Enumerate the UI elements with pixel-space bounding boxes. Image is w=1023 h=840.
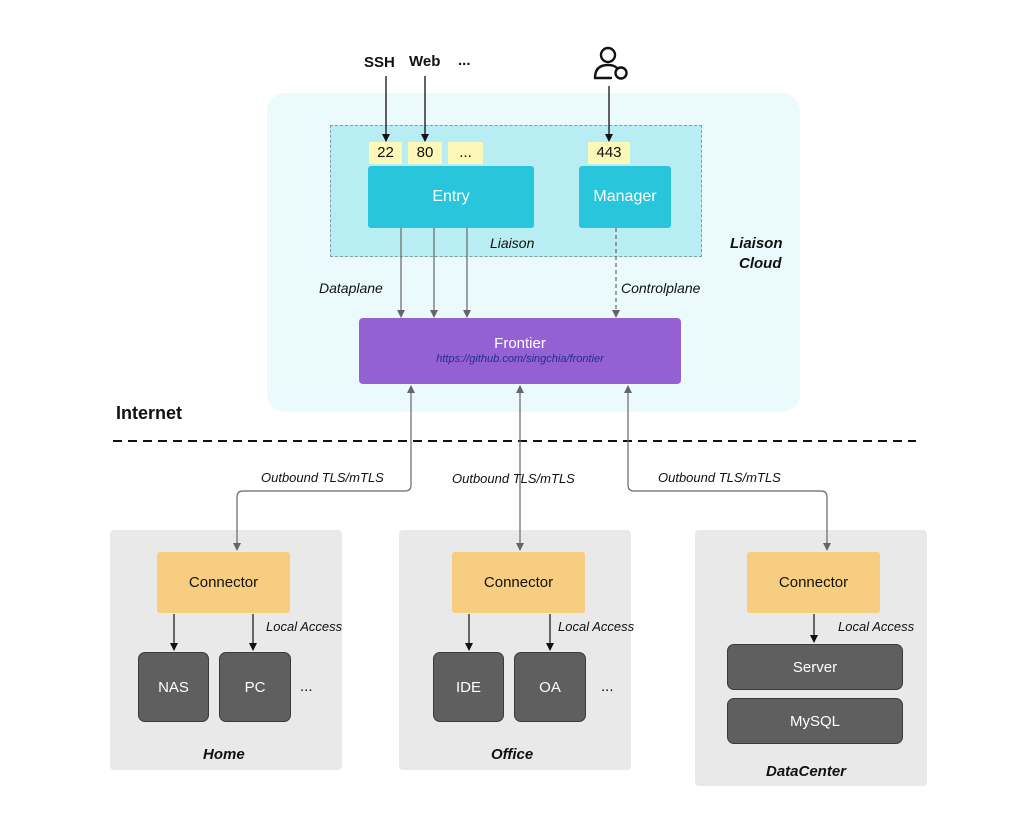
- outbound-mid-label: Outbound TLS/mTLS: [452, 471, 575, 486]
- frontier-box: Frontier https://github.com/singchia/fro…: [359, 318, 681, 384]
- web-label: Web: [409, 53, 441, 70]
- office-device-oa: OA: [514, 652, 586, 722]
- frontier-url: https://github.com/singchia/frontier: [436, 353, 604, 365]
- controlplane-label: Controlplane: [621, 280, 701, 296]
- entry-box: Entry: [368, 166, 534, 228]
- liaison-cloud-line2: Cloud: [739, 255, 782, 272]
- home-site-name: Home: [203, 746, 245, 763]
- frontier-title: Frontier: [494, 335, 546, 352]
- office-more-devices: ...: [601, 678, 614, 695]
- port-more: ...: [448, 142, 483, 164]
- ssh-label: SSH: [364, 54, 395, 71]
- dataplane-label: Dataplane: [319, 280, 383, 296]
- home-device-pc: PC: [219, 652, 291, 722]
- user-group-icon: [593, 46, 628, 80]
- outbound-right-label: Outbound TLS/mTLS: [658, 470, 781, 485]
- datacenter-connector: Connector: [747, 552, 880, 613]
- home-more-devices: ...: [300, 678, 313, 695]
- datacenter-device-mysql: MySQL: [727, 698, 903, 744]
- office-local-access: Local Access: [558, 619, 635, 634]
- liaison-label: Liaison: [490, 235, 535, 251]
- office-site-name: Office: [491, 746, 534, 763]
- outbound-left-label: Outbound TLS/mTLS: [261, 470, 384, 485]
- port-80: 80: [408, 142, 442, 164]
- office-device-ide: IDE: [433, 652, 504, 722]
- more-inputs-label: ...: [458, 52, 471, 69]
- home-local-access: Local Access: [266, 619, 343, 634]
- liaison-cloud-line1: Liaison: [730, 235, 783, 252]
- datacenter-local-access: Local Access: [838, 619, 915, 634]
- port-443: 443: [588, 142, 630, 164]
- manager-box: Manager: [579, 166, 671, 228]
- port-22: 22: [369, 142, 402, 164]
- outbound-left-path: [233, 385, 415, 551]
- office-connector: Connector: [452, 552, 585, 613]
- internet-label: Internet: [116, 403, 183, 423]
- home-device-nas: NAS: [138, 652, 209, 722]
- outbound-right-path: [624, 385, 831, 551]
- datacenter-device-server: Server: [727, 644, 903, 690]
- home-connector: Connector: [157, 552, 290, 613]
- datacenter-site-name: DataCenter: [766, 763, 847, 780]
